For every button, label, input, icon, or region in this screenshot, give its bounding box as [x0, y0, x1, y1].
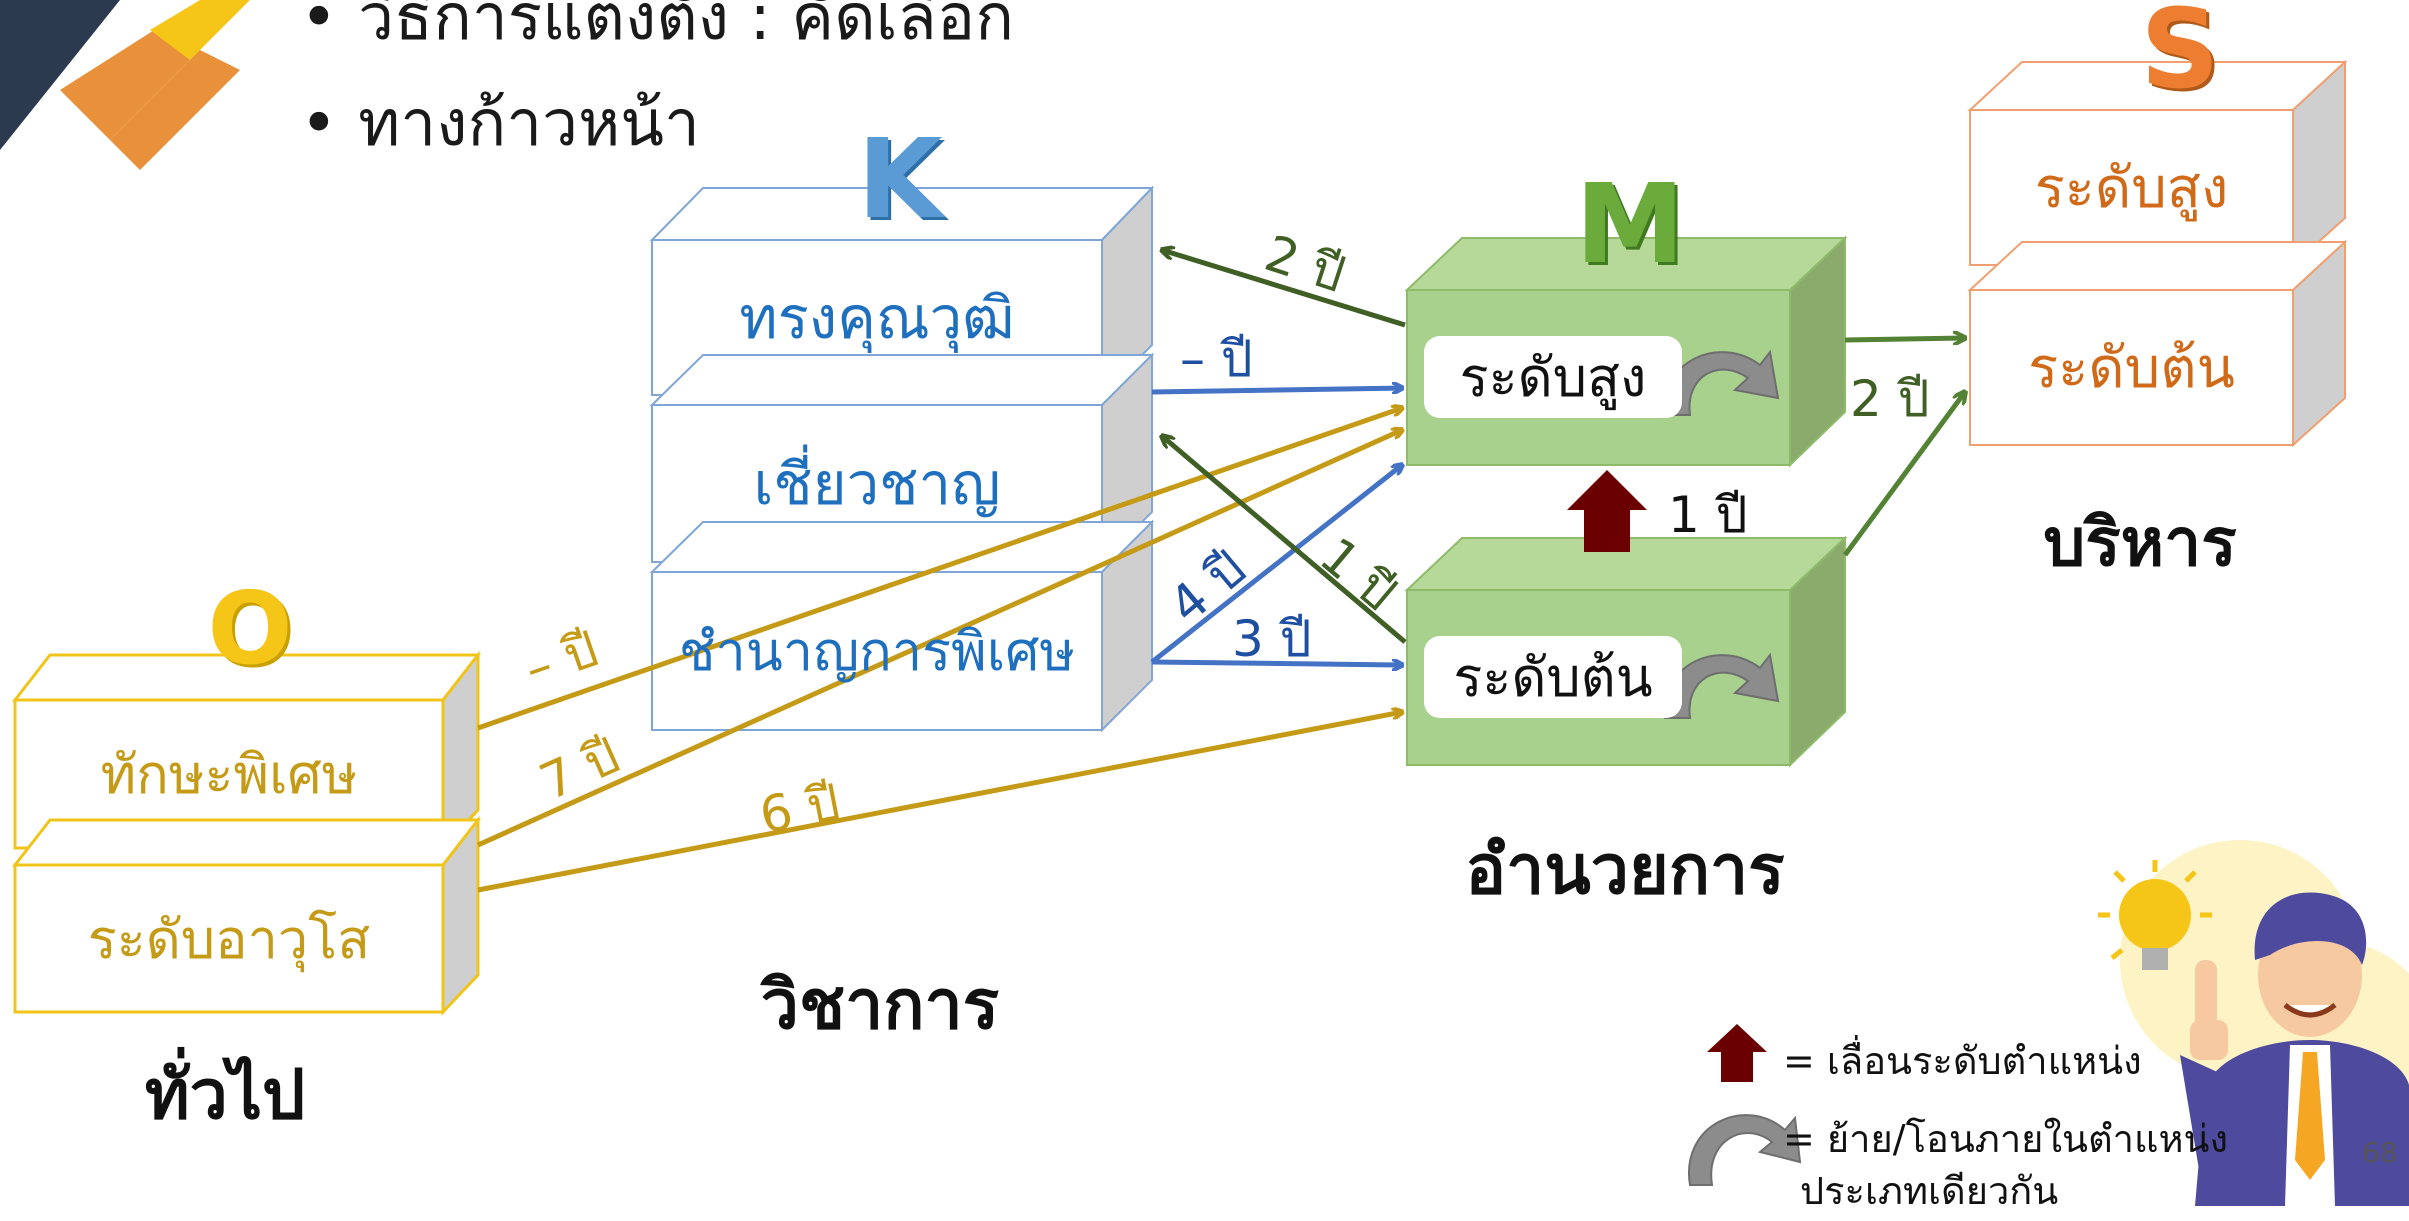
page-number: 68	[2362, 1136, 2398, 1169]
category-academic: วิชาการ	[760, 966, 1000, 1045]
duration-m-low-to-high: 1 ปี	[1668, 486, 1748, 544]
legend-transfer-icon	[1687, 1114, 1802, 1186]
arrow-o-skill-to-m-high-2	[476, 430, 1402, 848]
duration-m-to-s: 2 ปี	[1850, 370, 1930, 428]
arrow-k-top-to-m-high	[1151, 388, 1402, 395]
bullet-career-path: • ทางก้าวหน้า	[300, 87, 700, 161]
arrow-m-low-to-k-expert	[1162, 436, 1407, 644]
group-letter-k: K	[857, 115, 943, 243]
legend-transfer-text-2: ประเภทเดียวกัน	[1800, 1169, 2059, 1213]
o-level-senior: ระดับอาวุโส	[87, 907, 371, 971]
s-box-high	[1967, 59, 2348, 268]
legend-promotion-icon	[1707, 1024, 1767, 1082]
m-box-low	[1404, 535, 1848, 768]
arrow-m-high-to-k-top	[1162, 250, 1406, 328]
s-level-high: ระดับสูง	[2034, 156, 2229, 221]
k-level-expert: เชี่ยวชาญ	[753, 450, 1001, 518]
bullet-selection-method: • วิธีการแต่งตั้ง : คัดเลือก	[300, 0, 1014, 55]
businessman-illustration	[2098, 840, 2409, 1206]
k-level-advisory: ทรงคุณวุฒิ	[739, 284, 1015, 352]
arrow-o-skill-to-m-high	[477, 408, 1402, 731]
arrow-m-high-to-s-low	[1844, 338, 1965, 340]
category-executive: บริหาร	[2043, 504, 2237, 581]
promotion-arrow-icon	[1567, 470, 1647, 552]
arrow-m-low-to-s-low	[1842, 392, 1965, 557]
group-letter-s: S	[2140, 0, 2220, 113]
category-general: ทั่วไป	[144, 1056, 306, 1135]
o-box-senior	[11, 815, 482, 1016]
corner-decoration	[0, 0, 250, 170]
m-level-low: ระดับต้น	[1424, 636, 1682, 718]
arrow-o-senior-to-m-low	[477, 712, 1402, 893]
duration-k-special-to-m-low: 3 ปี	[1232, 610, 1312, 668]
group-letter-m: M	[1575, 160, 1685, 288]
category-director: อำนวยการ	[1465, 831, 1785, 910]
duration-o-senior-to-m: 6 ปี	[755, 772, 845, 846]
arrow-k-special-to-m-high	[1150, 465, 1402, 664]
group-letter-o: O	[207, 570, 293, 687]
duration-k-top-to-m-high: – ปี	[1180, 330, 1253, 388]
arrow-k-special-to-m-low	[1151, 662, 1402, 665]
s-box-low	[1967, 239, 2348, 448]
legend-transfer-text-1: = ย้าย/โอนภายในตำแหน่ง	[1783, 1117, 2229, 1161]
s-level-low: ระดับต้น	[2028, 336, 2235, 401]
arrows	[476, 250, 1965, 893]
legend-promotion-text: = เลื่อนระดับตำแหน่ง	[1783, 1039, 2142, 1083]
m-level-high: ระดับสูง	[1424, 336, 1682, 418]
k-level-senior-professional: ชำนาญการพิเศษ	[678, 620, 1076, 683]
o-level-skill: ทักษะพิเศษ	[100, 743, 358, 806]
